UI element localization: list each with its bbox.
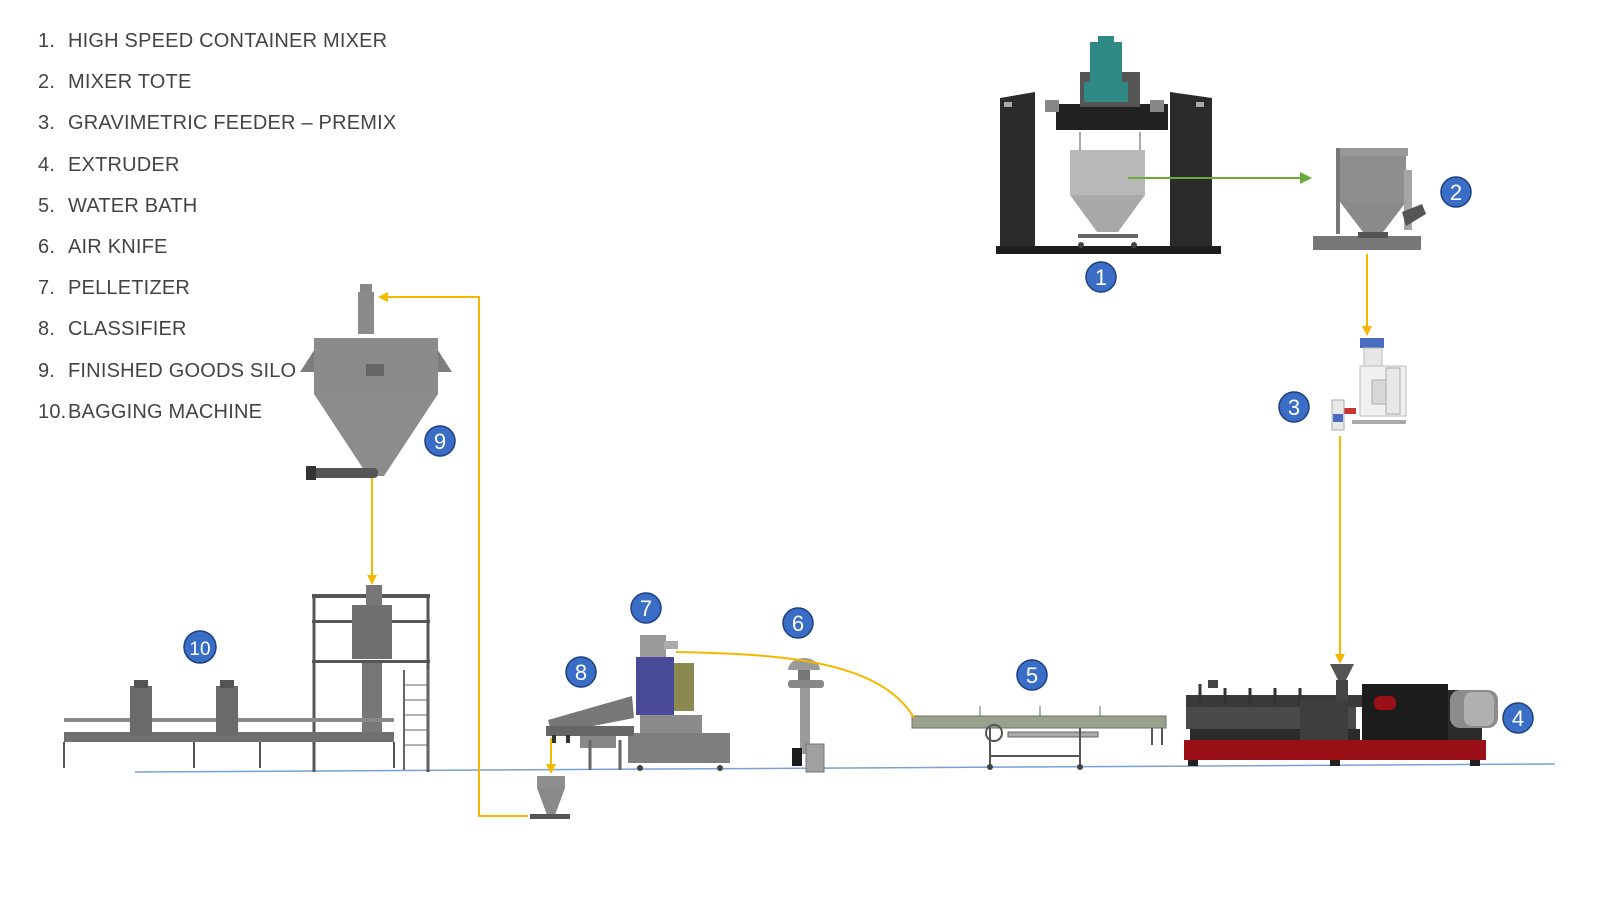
gravimetric-feeder: [1331, 338, 1407, 431]
water-bath: [911, 706, 1167, 770]
svg-text:4: 4: [1512, 706, 1524, 731]
container-mixer: [996, 36, 1221, 254]
badge-3: 3: [1278, 391, 1310, 423]
legend-item: 10.BAGGING MACHINE: [38, 400, 263, 423]
legend-item: 6.AIR KNIFE: [38, 235, 168, 258]
air-knife: [788, 658, 825, 773]
badge-4: 4: [1502, 702, 1534, 734]
svg-text:10: 10: [189, 639, 210, 660]
strand-to-pelletizer: [675, 651, 915, 719]
legend-item: 1.HIGH SPEED CONTAINER MIXER: [38, 30, 388, 52]
badge-9: 9: [424, 425, 456, 457]
mixer-tote: [1313, 148, 1426, 250]
badge-5: 5: [1016, 659, 1048, 691]
legend-item: 7.PELLETIZER: [38, 277, 191, 300]
badge-6: 6: [782, 607, 814, 639]
badge-8: 8: [565, 656, 597, 688]
pelletizer: [628, 635, 730, 771]
svg-text:7: 7: [640, 596, 652, 621]
equipment-legend: 1.HIGH SPEED CONTAINER MIXER 2.MIXER TOT…: [38, 28, 396, 440]
collection-hopper: [530, 776, 570, 819]
svg-text:3: 3: [1288, 395, 1300, 420]
hopper-to-silo-arrow: [378, 292, 528, 817]
bagging-machine: [63, 585, 430, 772]
badge-7: 7: [630, 592, 662, 624]
legend-item: 4.EXTRUDER: [38, 153, 180, 176]
legend-item: 9.FINISHED GOODS SILO: [38, 359, 297, 382]
extruder: [1184, 664, 1498, 766]
badge-10: 10: [183, 630, 217, 664]
classifier: [546, 696, 634, 770]
floor-line: [134, 763, 1556, 773]
legend-item: 2.MIXER TOTE: [38, 71, 192, 94]
badge-2: 2: [1440, 176, 1472, 208]
flow-connectors: [367, 172, 1372, 817]
legend-item: 8.CLASSIFIER: [38, 318, 187, 341]
svg-text:1: 1: [1095, 265, 1107, 290]
finished-goods-silo: [300, 284, 452, 480]
legend-item: 3.GRAVIMETRIC FEEDER – PREMIX: [38, 112, 397, 135]
svg-text:2: 2: [1450, 180, 1462, 205]
badge-1: 1: [1085, 261, 1117, 293]
svg-text:9: 9: [434, 429, 446, 454]
svg-text:6: 6: [792, 611, 804, 636]
svg-text:5: 5: [1026, 663, 1038, 688]
svg-text:8: 8: [575, 660, 587, 685]
legend-item: 5.WATER BATH: [38, 194, 198, 217]
